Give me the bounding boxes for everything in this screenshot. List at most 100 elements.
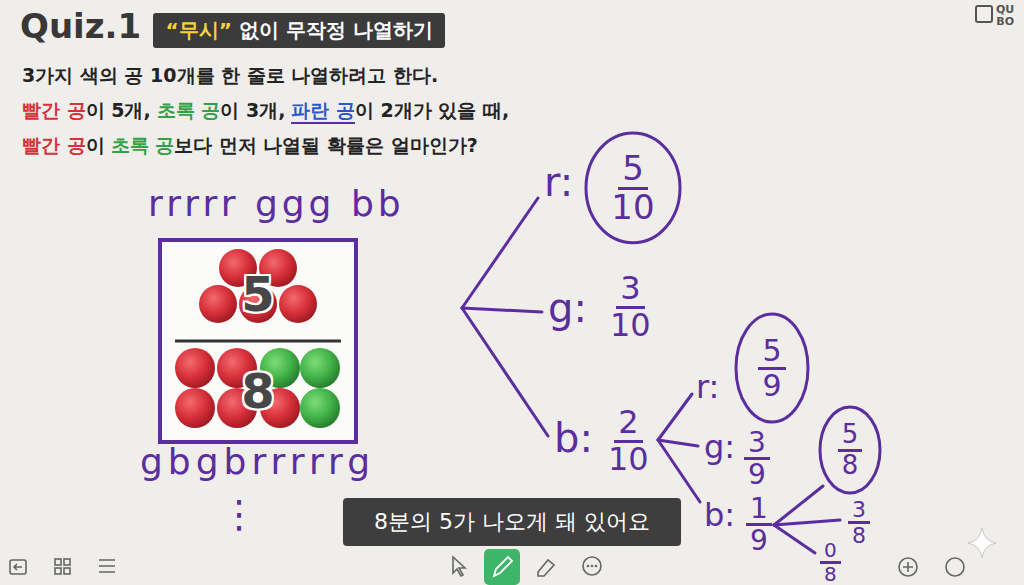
fraction-denominator: 10 xyxy=(606,309,655,343)
handwritten-note: g: xyxy=(704,428,735,466)
grid-icon xyxy=(55,568,61,574)
handwritten-note: r: xyxy=(696,368,719,406)
quiz-title: Quiz.1 xyxy=(20,6,141,46)
tree-branch xyxy=(774,525,815,553)
fraction-numerator: 5 xyxy=(758,335,785,370)
label-group: 19 xyxy=(746,494,772,556)
box-ground xyxy=(160,240,356,442)
label-group: 38 xyxy=(848,498,870,547)
label-group: 210 xyxy=(604,406,653,476)
label-group: 310 xyxy=(606,272,655,342)
handwritten-note: g: xyxy=(548,284,587,332)
fraction-numerator: 3 xyxy=(848,498,870,524)
logo-text: QU xyxy=(996,4,1014,16)
handwritten-note: rrrrr ggg bb xyxy=(148,182,405,225)
fraction-denominator: 8 xyxy=(848,524,870,547)
problem-text: 3가지 색의 공 10개를 한 줄로 나열하려고 한다. xyxy=(22,64,438,87)
problem-text: 이 5개, xyxy=(86,99,151,122)
fraction-numerator: 3 xyxy=(616,272,644,309)
red-ball xyxy=(175,388,215,428)
handwritten-note: b: xyxy=(704,496,735,534)
label-group: g: xyxy=(548,284,587,332)
ratio-box: 58 xyxy=(158,238,358,444)
red-ball xyxy=(175,348,215,388)
label-group: 빨간 공이 5개,초록 공이 3개,파란 공이 2개가 있을 때, xyxy=(22,99,509,124)
problem-text: 이 xyxy=(86,134,105,157)
label-group: QUBO xyxy=(996,4,1014,28)
fraction-numerator: 2 xyxy=(614,406,642,443)
handwritten-note: r: xyxy=(544,158,573,206)
title-keyword: “무시” xyxy=(166,19,232,42)
pen-button xyxy=(484,549,520,585)
logo-mark xyxy=(976,6,992,22)
tree-branch xyxy=(658,440,700,502)
fraction-denominator: 10 xyxy=(607,190,658,226)
fraction-numerator: 5 xyxy=(618,151,648,190)
circle-outline xyxy=(820,407,880,493)
numerator-digit: 5 xyxy=(241,267,274,322)
circled-fraction: 510 xyxy=(584,131,682,245)
sparkle-icon xyxy=(968,528,996,558)
problem-text: 파란 공 xyxy=(291,99,355,124)
settings-icon xyxy=(946,558,964,576)
label-group: b: xyxy=(554,414,593,462)
fraction-denominator: 8 xyxy=(838,452,863,479)
handwritten-note: ⋮ xyxy=(220,492,258,538)
circle-outline xyxy=(736,314,808,422)
more-dot xyxy=(591,565,594,568)
fraction-denominator: 8 xyxy=(820,564,841,585)
label-group: g: xyxy=(704,428,735,466)
pen-icon xyxy=(494,557,512,576)
label-group: 08 xyxy=(820,540,841,585)
tree-branch xyxy=(462,308,548,436)
tree-branch xyxy=(462,308,542,312)
label-group: r: xyxy=(696,368,719,406)
subtitle-box: 8분의 5가 나오게 돼 있어요 xyxy=(343,498,681,546)
fraction-numerator: 3 xyxy=(744,428,770,460)
problem-text: 이 3개, xyxy=(220,99,285,122)
list-icon xyxy=(99,560,115,572)
fraction-denominator: 9 xyxy=(758,370,785,402)
tree-branch xyxy=(774,486,823,525)
label-group: 39 xyxy=(744,428,770,490)
fraction-numerator: 1 xyxy=(746,494,772,526)
green-ball xyxy=(300,348,340,388)
green-ball xyxy=(300,388,340,428)
label-group: ⋮ xyxy=(220,492,258,538)
tree-branch xyxy=(774,520,840,525)
fraction-numerator: 5 xyxy=(838,421,863,451)
problem-text: 보다 먼저 나열될 확률은 얼마인가? xyxy=(174,134,477,157)
zoom-icon xyxy=(899,558,917,576)
eraser-icon xyxy=(538,560,554,576)
grid-icon xyxy=(64,559,70,565)
denominator-digit: 8 xyxy=(241,364,274,419)
problem-text: 이 2개가 있을 때, xyxy=(355,99,509,122)
more-dot xyxy=(595,565,598,568)
tree-branch xyxy=(658,440,698,446)
title-holder: Quiz.1 xyxy=(20,6,141,46)
subtitle-text: 8분의 5가 나오게 돼 있어요 xyxy=(374,509,650,534)
red-ball xyxy=(279,285,317,323)
circled-fraction: 58 xyxy=(818,405,882,495)
label-group: 3가지 색의 공 10개를 한 줄로 나열하려고 한다. xyxy=(22,64,438,87)
red-ball xyxy=(199,285,237,323)
label-group: 빨간 공이초록 공보다 먼저 나열될 확률은 얼마인가? xyxy=(22,134,478,157)
title-text: 없이 무작정 나열하기 xyxy=(239,19,433,42)
logo-text: BO xyxy=(996,16,1014,28)
cursor-icon xyxy=(453,557,465,576)
fraction-denominator: 10 xyxy=(604,443,653,477)
zoom-icon xyxy=(903,562,913,572)
fraction-denominator: 9 xyxy=(746,526,772,555)
label-group: rrrrr ggg bb xyxy=(148,182,405,225)
handwritten-note: b: xyxy=(554,414,593,462)
circle-outline xyxy=(586,133,680,243)
problem-text: 빨간 공 xyxy=(22,134,86,157)
problem-text: 빨간 공 xyxy=(22,99,86,122)
grid-icon xyxy=(55,559,61,565)
grid-icon xyxy=(64,568,70,574)
circled-fraction: 59 xyxy=(734,312,810,424)
title-banner: “무시” 없이 무작정 나열하기 xyxy=(153,13,445,48)
fraction-bar xyxy=(175,340,341,343)
